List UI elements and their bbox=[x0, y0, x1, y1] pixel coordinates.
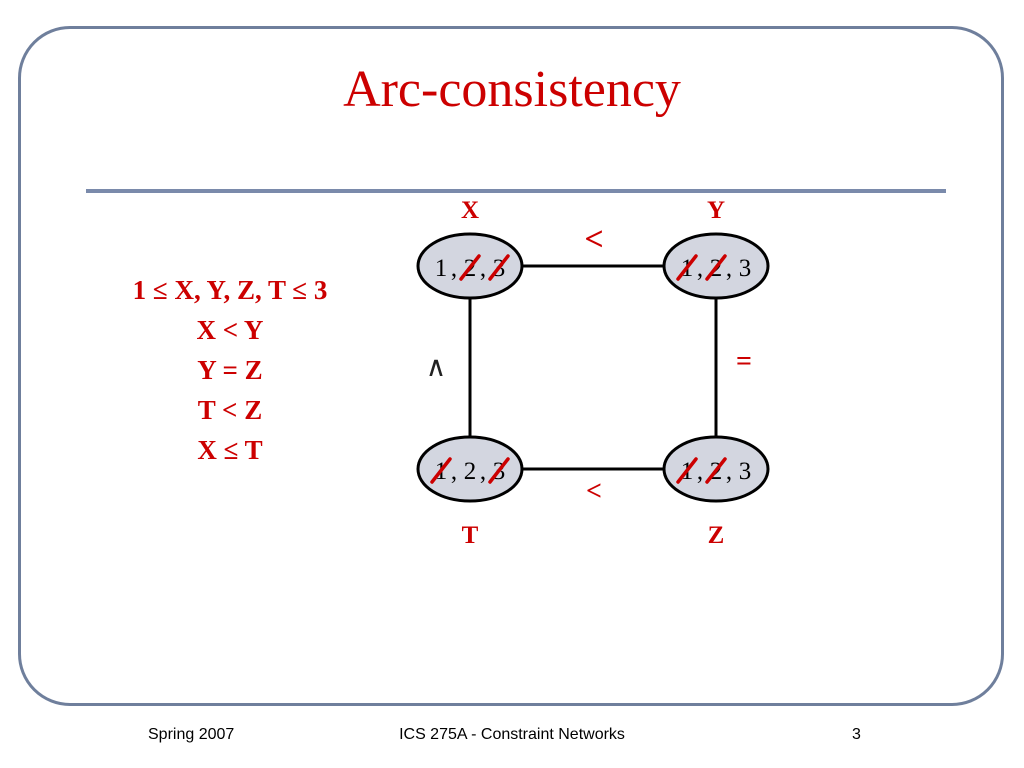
node-t-value-2: 2 bbox=[464, 458, 477, 485]
strike-mark bbox=[488, 254, 510, 281]
strike-mark bbox=[705, 254, 727, 281]
constraint-t-lt-z: T < Z bbox=[197, 395, 263, 425]
title-divider bbox=[86, 189, 946, 193]
node-z-value-3: 3 bbox=[739, 458, 752, 485]
constraint-list: 1 ≤ X, Y, Z, T ≤ 3 X < Y Y = Z T < Z X ≤… bbox=[80, 270, 380, 470]
domain-comma: , bbox=[480, 255, 486, 282]
domain-comma: , bbox=[726, 255, 732, 282]
domain-comma: , bbox=[697, 458, 703, 485]
domain-comma: , bbox=[451, 458, 457, 485]
edge-label-y-z: = bbox=[736, 346, 752, 377]
domain-comma: , bbox=[697, 255, 703, 282]
domain-comma: , bbox=[451, 255, 457, 282]
constraint-y-eq-z: Y = Z bbox=[197, 355, 263, 385]
edge-label-x-t: ∧ bbox=[426, 352, 447, 383]
strike-mark bbox=[676, 254, 698, 281]
strike-mark bbox=[705, 457, 727, 484]
footer-date: Spring 2007 bbox=[148, 726, 235, 743]
strike-mark bbox=[488, 457, 510, 484]
edge-label-t-z: < bbox=[586, 476, 602, 507]
variable-label-x: X bbox=[461, 197, 479, 224]
strike-mark bbox=[676, 457, 698, 484]
strike-mark bbox=[430, 457, 452, 484]
variable-label-y: Y bbox=[707, 197, 725, 224]
strike-mark bbox=[459, 254, 481, 281]
slide-title: Arc-consistency bbox=[343, 61, 681, 118]
domain-comma: , bbox=[726, 458, 732, 485]
edge-label-x-y: < bbox=[584, 221, 603, 258]
node-y-value-3: 3 bbox=[739, 255, 752, 282]
node-x-value-1: 1 bbox=[435, 255, 448, 282]
domain-comma: , bbox=[480, 458, 486, 485]
constraint-domain: 1 ≤ X, Y, Z, T ≤ 3 bbox=[132, 275, 328, 305]
footer-page-number: 3 bbox=[852, 726, 861, 743]
variable-label-t: T bbox=[462, 522, 479, 549]
slide-frame bbox=[18, 26, 1004, 706]
constraint-x-lt-y: X < Y bbox=[196, 315, 264, 345]
variable-label-z: Z bbox=[708, 522, 725, 549]
node-t bbox=[416, 435, 524, 503]
constraint-x-le-t: X ≤ T bbox=[197, 435, 263, 465]
footer-course: ICS 275A - Constraint Networks bbox=[399, 726, 625, 743]
